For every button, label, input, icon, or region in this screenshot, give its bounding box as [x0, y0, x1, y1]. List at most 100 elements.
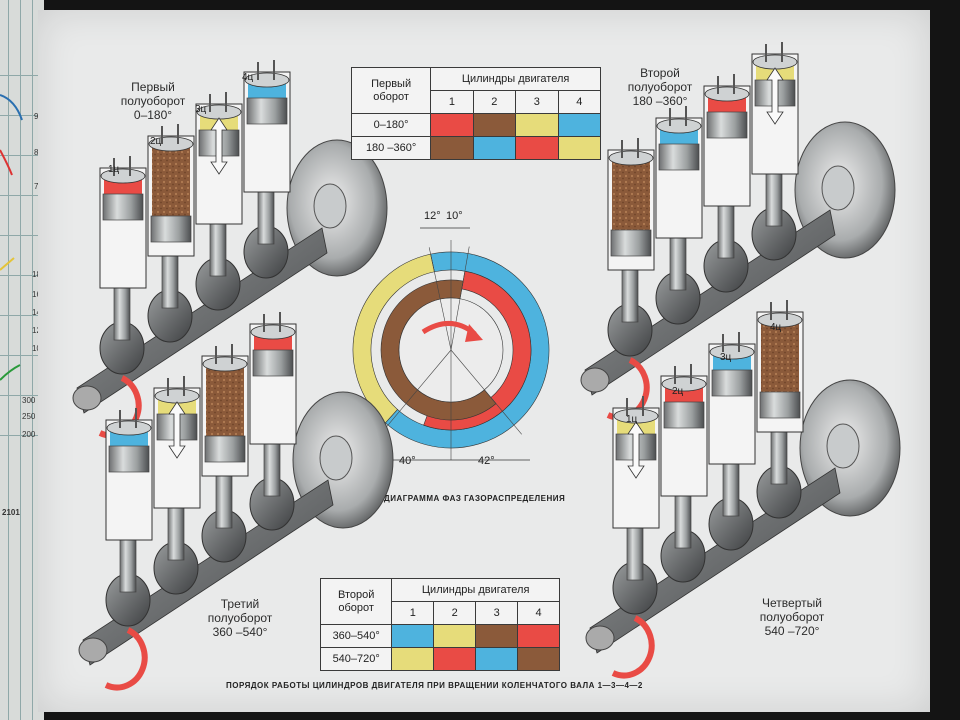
caption-half-4: Четвертый полуоборот 540 –720°: [759, 596, 825, 638]
cylinder-head: [709, 344, 755, 360]
col-head: 1: [391, 601, 435, 625]
side-number: 16: [32, 290, 41, 299]
cylinder-head: [608, 150, 654, 166]
cylinder-head: [661, 376, 707, 392]
chart-edge-strip: 9 8 7 18 16 14 12 10 300 250 200 2101: [0, 0, 44, 720]
gas-charge: [152, 144, 190, 216]
phase-cell: [391, 624, 435, 648]
cylinder-label: 4ц: [770, 322, 782, 333]
table-title: Первый оборот: [350, 67, 432, 114]
phase-cell: [517, 647, 560, 671]
phase-cell: [557, 136, 602, 160]
table-header: Цилиндры двигателя: [430, 67, 601, 91]
diagram-radius: [380, 349, 452, 435]
piston: [658, 143, 700, 171]
shaft-end: [72, 385, 102, 411]
phase-cell: [557, 113, 602, 137]
gas-charge: [612, 158, 650, 230]
gas-charge: [206, 364, 244, 436]
col-head: 4: [517, 601, 560, 625]
cylinder-head: [757, 312, 803, 328]
stroke-arrow: [627, 421, 645, 479]
angle-label-42: 42°: [478, 455, 495, 467]
flywheel-hub: [826, 423, 860, 469]
piston: [246, 97, 288, 125]
gas-charge: [761, 320, 799, 392]
engine-half-3: [78, 312, 394, 691]
shaft-end: [580, 367, 610, 393]
cylinder-label: 1ц: [626, 414, 638, 425]
col-head: 4: [557, 90, 602, 114]
piston: [102, 193, 144, 221]
phase-table-first: Первый оборот Цилиндры двигателя 1 2 3 4…: [350, 67, 602, 160]
piston: [706, 111, 748, 139]
table-header: Цилиндры двигателя: [391, 578, 560, 602]
phase-cell: [472, 113, 517, 137]
phase-cell: [517, 624, 560, 648]
cylinder-head: [106, 420, 152, 436]
diagram-radius: [428, 247, 452, 351]
phase-cell: [433, 647, 477, 671]
side-number: 7: [34, 182, 39, 191]
cylinder-label: 2ц: [672, 386, 684, 397]
piston: [150, 215, 192, 243]
cylinder-head: [250, 324, 296, 340]
phase-cell: [515, 136, 559, 160]
phase-cell: [515, 113, 559, 137]
flywheel-hub: [313, 183, 347, 229]
shaft-end: [78, 637, 108, 663]
side-number: 14: [32, 308, 41, 317]
row-label: 540–720°: [319, 647, 393, 671]
phase-cell: [472, 136, 517, 160]
side-number: 18: [32, 270, 41, 279]
flywheel-hub: [821, 165, 855, 211]
side-number: 200: [22, 430, 36, 439]
engine-half-4: [585, 300, 901, 679]
diagram-radius: [450, 349, 522, 435]
flywheel-hub: [319, 435, 353, 481]
piston: [711, 369, 753, 397]
piston: [108, 445, 150, 473]
stroke-arrow: [210, 117, 228, 175]
cylinder-head: [752, 54, 798, 70]
stroke-arrow: [766, 67, 784, 125]
phase-cell: [430, 113, 474, 137]
cylinder-label: 4ц: [242, 72, 254, 83]
angle-label-10: 10°: [446, 210, 463, 222]
exhaust-arc: [423, 270, 532, 431]
phase-cell: [430, 136, 474, 160]
piston: [663, 401, 705, 429]
row-label: 0–180°: [350, 113, 432, 137]
cylinder-head: [100, 168, 146, 184]
side-number: 250: [22, 412, 36, 421]
cylinder-label: 3ц: [195, 104, 207, 115]
col-head: 2: [433, 601, 477, 625]
caption-half-1: Первый полуоборот 0–180°: [120, 80, 186, 122]
phase-cell: [433, 624, 477, 648]
cylinder-label: 3ц: [720, 352, 732, 363]
phase-cell: [475, 647, 519, 671]
diagram-radius: [450, 246, 470, 351]
cylinder-head: [202, 356, 248, 372]
piston: [759, 391, 801, 419]
bottom-caption: ПОРЯДОК РАБОТЫ ЦИЛИНДРОВ ДВИГАТЕЛЯ ПРИ В…: [226, 681, 643, 690]
cylinder-head: [244, 72, 290, 88]
cylinder-label: 1ц: [108, 164, 120, 175]
engine-half-2: [580, 42, 896, 421]
side-number: 8: [34, 148, 39, 157]
angle-label-12: 12°: [424, 210, 441, 222]
piston: [204, 435, 246, 463]
diagram-caption: ДИАГРАММА ФАЗ ГАЗОРАСПРЕДЕЛЕНИЯ: [384, 494, 566, 503]
shaft-rotation-arrow: [611, 615, 655, 679]
phase-cell: [475, 624, 519, 648]
side-number: 9: [34, 112, 39, 121]
side-number: 2101: [2, 508, 20, 517]
cylinder-head: [154, 388, 200, 404]
side-number: 300: [22, 396, 36, 405]
cylinder-head: [148, 136, 194, 152]
cylinder-head: [656, 118, 702, 134]
side-number: 12: [32, 326, 41, 335]
col-head: 3: [475, 601, 519, 625]
shaft-rotation-arrow: [104, 627, 148, 691]
